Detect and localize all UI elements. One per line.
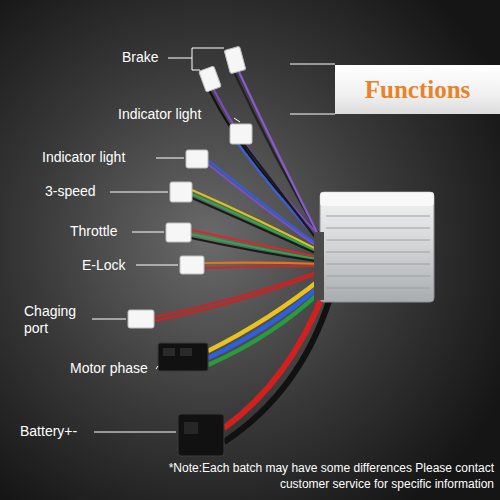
part-label: Indicator light [42,149,125,166]
panel-line [290,114,335,115]
panel-title: Functions [365,76,471,104]
part-label: Motor phase [70,360,148,377]
controller-box [314,192,434,302]
part-label: Battery+- [20,423,77,440]
part-label: 3-speed [45,183,96,200]
panel-line [290,64,335,65]
part-label: E-Lock [82,257,126,274]
power-connectors [158,343,224,456]
note-caption: *Note:Each batch may have some differenc… [150,460,494,492]
part-label: Chaging port [24,303,88,337]
part-label: Brake [122,49,159,66]
title-panel: Functions [335,65,500,114]
part-label: Indicator light [118,106,201,123]
plug-connectors [128,46,252,328]
battery-wires [224,292,330,442]
part-label: Throttle [70,223,117,240]
